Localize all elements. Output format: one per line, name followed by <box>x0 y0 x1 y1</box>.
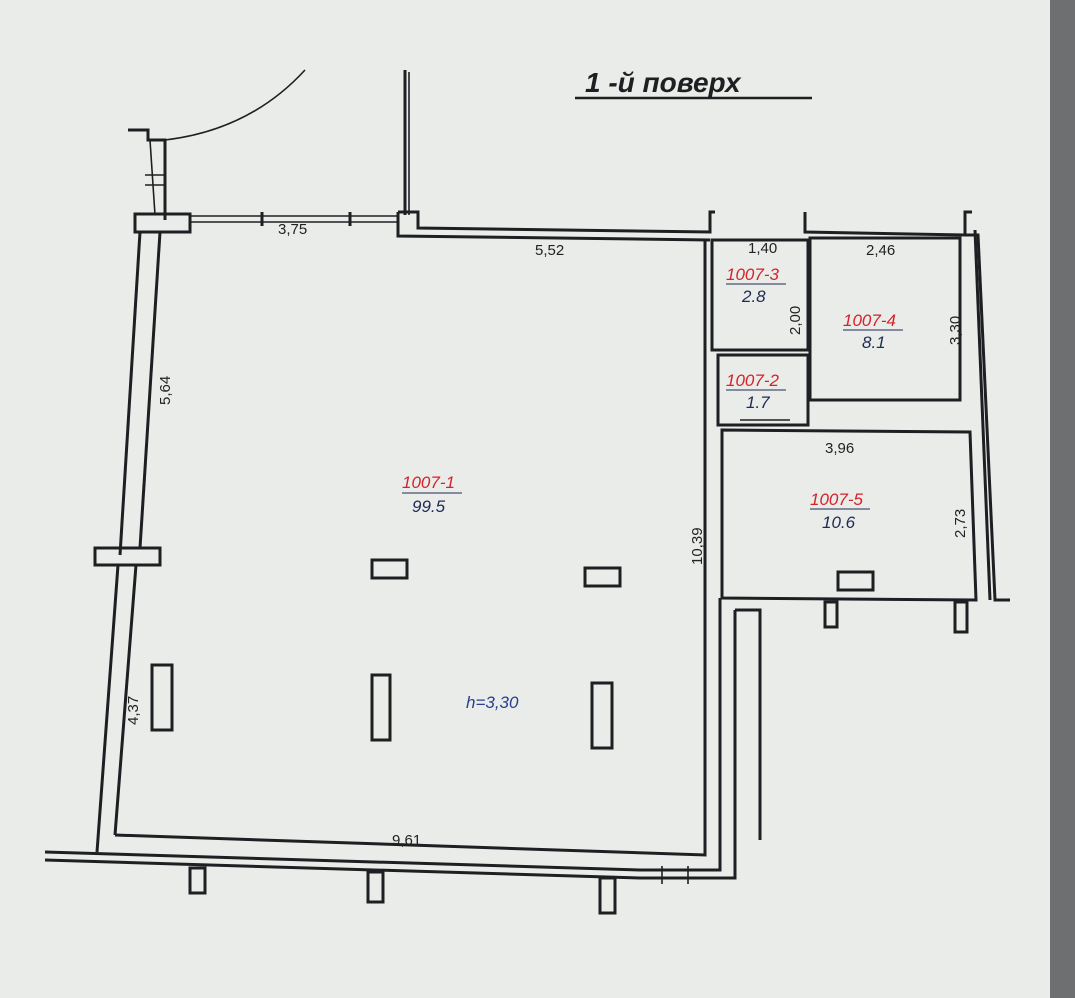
room-area: 2.8 <box>741 287 766 306</box>
page-edge-shadow <box>1050 0 1075 998</box>
room-code: 1007-4 <box>843 311 896 330</box>
dim-room4-width: 2,46 <box>866 242 895 259</box>
room-code: 1007-1 <box>402 473 455 492</box>
dim-room4-height: 3,30 <box>947 316 964 345</box>
room-labels: 1007-1 99.5 1007-2 1.7 1007-3 2.8 1007-4… <box>402 265 903 712</box>
dim-top-wall: 5,52 <box>535 242 564 259</box>
column <box>590 681 614 750</box>
column <box>370 673 392 742</box>
room-1007-5-outline <box>720 428 978 602</box>
dimensions: 3,75 5,52 5,64 4,37 9,61 10,39 1,40 2,00… <box>125 221 969 849</box>
dim-room3-width: 1,40 <box>748 240 777 257</box>
column <box>370 558 409 580</box>
room-area: 99.5 <box>412 497 446 516</box>
entrance <box>128 69 410 220</box>
door-swing-arc <box>164 69 306 141</box>
dim-top-window: 3,75 <box>278 221 307 238</box>
room-1007-2-outline <box>716 353 810 427</box>
column <box>150 663 174 732</box>
room-code: 1007-5 <box>810 490 863 509</box>
room-area: 1.7 <box>746 393 770 412</box>
ceiling-height: h=3,30 <box>466 693 519 712</box>
columns <box>150 558 875 750</box>
room-code: 1007-2 <box>726 371 779 390</box>
dim-room5-width: 3,96 <box>825 440 854 457</box>
dim-room5-height: 2,73 <box>952 509 969 538</box>
outer-walls <box>44 210 1010 915</box>
room-area: 10.6 <box>822 513 856 532</box>
dim-left-lower: 4,37 <box>125 696 142 725</box>
room-1007-4-outline <box>808 236 962 402</box>
dim-bottom: 9,61 <box>392 832 421 849</box>
room-1007-3-outline <box>710 238 810 352</box>
column <box>836 570 875 592</box>
inner-rooms <box>710 236 978 602</box>
column <box>583 566 622 588</box>
dim-room3-height: 2,00 <box>787 306 804 335</box>
floor-title: 1 -й поверх <box>585 67 742 98</box>
dim-right-main: 10,39 <box>689 527 706 565</box>
room-code: 1007-3 <box>726 265 779 284</box>
room-area: 8.1 <box>862 333 886 352</box>
dim-left-upper: 5,64 <box>157 376 174 405</box>
